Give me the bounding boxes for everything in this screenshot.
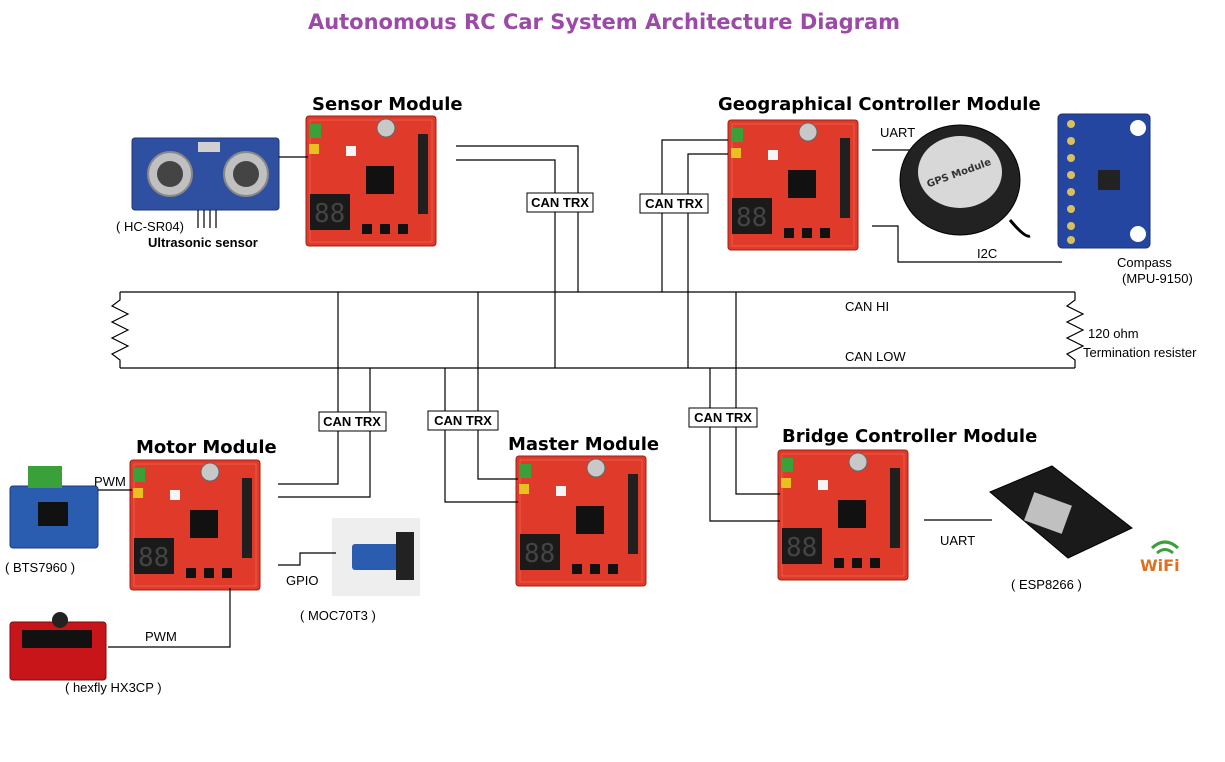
- sensor-can-trx-box: [526, 192, 594, 213]
- compass-image: [1057, 113, 1151, 249]
- moc-caption: ( MOC70T3 ): [300, 608, 376, 623]
- wifi-icon: WiFi: [1140, 540, 1180, 575]
- servo-caption: ( hexfly HX3CP ): [65, 680, 162, 695]
- geo-can-trx-box: [639, 193, 709, 214]
- termination-label-1: 120 ohm: [1088, 326, 1139, 341]
- sensor-can-trx-label: CAN TRX: [531, 195, 589, 210]
- moc70t3-image: [332, 518, 420, 596]
- hcsr04-caption: ( HC-SR04): [116, 219, 184, 234]
- can-hi-label: CAN HI: [845, 299, 889, 314]
- ultrasonic-sensor-image: [131, 137, 280, 228]
- motor-module-title: Motor Module: [136, 437, 277, 458]
- master-module-board: [515, 455, 647, 587]
- master-can-trx-box: [427, 410, 499, 431]
- ultrasonic-label: Ultrasonic sensor: [148, 235, 258, 250]
- pwm-top-label: PWM: [94, 474, 126, 489]
- left-resistor: [110, 292, 130, 368]
- termination-label-2: Termination resister: [1083, 345, 1197, 360]
- geo-uart-label: UART: [880, 125, 915, 140]
- master-can-trx-label: CAN TRX: [434, 413, 492, 428]
- bridge-uart-label: UART: [940, 533, 975, 548]
- geo-module-board: [727, 119, 859, 251]
- sensor-module-board: [305, 115, 437, 247]
- svg-text:WiFi: WiFi: [1140, 556, 1180, 575]
- right-resistor: [1065, 292, 1085, 368]
- master-module-title: Master Module: [508, 434, 659, 455]
- compass-label-1: Compass: [1117, 255, 1172, 270]
- geo-module-title: Geographical Controller Module: [718, 94, 1041, 115]
- bridge-can-trx-box: [688, 407, 758, 428]
- diagram-title: Autonomous RC Car System Architecture Di…: [308, 10, 900, 34]
- esp-caption: ( ESP8266 ): [1011, 577, 1082, 592]
- servo-image: [9, 612, 107, 681]
- bts-caption: ( BTS7960 ): [5, 560, 75, 575]
- gpio-label: GPIO: [286, 573, 319, 588]
- gps-module-image: GPS Module: [899, 124, 1031, 238]
- sensor-module-title: Sensor Module: [312, 94, 463, 115]
- geo-can-trx-label: CAN TRX: [645, 196, 703, 211]
- motor-can-trx-label: CAN TRX: [323, 414, 381, 429]
- compass-label-2: (MPU-9150): [1122, 271, 1193, 286]
- esp8266-image: [989, 465, 1133, 559]
- motor-can-trx-box: [318, 411, 387, 432]
- i2c-label: I2C: [977, 246, 997, 261]
- pwm-bottom-label: PWM: [145, 629, 177, 644]
- motor-module-board: [129, 459, 261, 591]
- bts7960-image: [9, 466, 99, 549]
- can-low-label: CAN LOW: [845, 349, 906, 364]
- bridge-module-title: Bridge Controller Module: [782, 426, 1037, 447]
- bridge-module-board: [777, 449, 909, 581]
- bridge-can-trx-label: CAN TRX: [694, 410, 752, 425]
